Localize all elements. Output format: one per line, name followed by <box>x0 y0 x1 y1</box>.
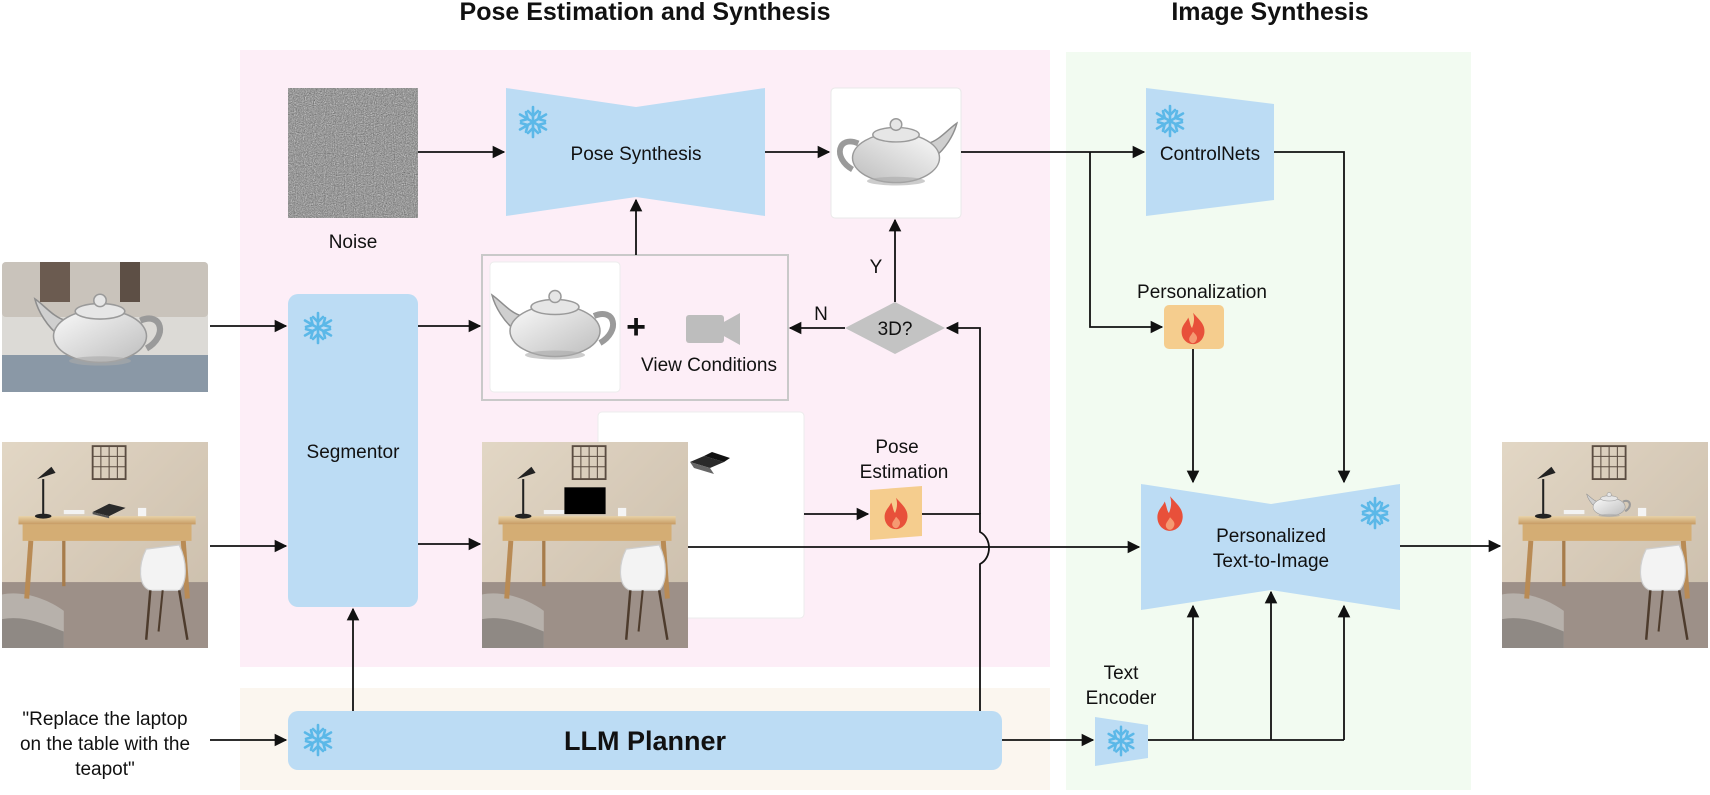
personalization-block <box>1164 305 1224 349</box>
decision-3d: 3D? <box>845 302 945 354</box>
personalized-t2i-block: Personalized Text-to-Image <box>1141 484 1400 610</box>
segmentor-block: Segmentor <box>288 294 418 607</box>
pose-title: Pose Estimation and Synthesis <box>460 0 831 26</box>
svg-text:Segmentor: Segmentor <box>307 442 401 463</box>
input-room-image <box>2 442 208 648</box>
camera-icon <box>686 313 740 345</box>
svg-text:Text-to-Image: Text-to-Image <box>1213 551 1329 572</box>
input-teapot-image <box>2 262 208 392</box>
arrows <box>210 145 1502 747</box>
pose-estimation-label-line2: Estimation <box>860 462 949 483</box>
text-encoder-label-line1: Text <box>1104 663 1140 684</box>
controlnets-block: ControlNets <box>1146 88 1274 216</box>
image-synthesis-title: Image Synthesis <box>1171 0 1368 26</box>
pose-synthesis-block: Pose Synthesis <box>506 88 765 216</box>
yes-label: Y <box>870 257 883 278</box>
prompt-line-1: "Replace the laptop <box>22 709 187 730</box>
no-label: N <box>814 304 828 325</box>
synthesized-teapot-image <box>830 87 962 219</box>
svg-text:ControlNets: ControlNets <box>1160 144 1260 165</box>
pose-estimation-label-line1: Pose <box>875 437 918 458</box>
noise-label: Noise <box>329 232 378 253</box>
plus-sign: + <box>626 308 646 346</box>
masked-room-image <box>482 442 688 648</box>
prompt-line-2: on the table with the <box>20 734 190 755</box>
svg-text:Pose Synthesis: Pose Synthesis <box>571 144 702 165</box>
svg-text:3D?: 3D? <box>878 319 913 340</box>
laptop-icon <box>690 452 730 474</box>
view-conditions-label: View Conditions <box>641 355 777 376</box>
llm-planner-block: LLM Planner <box>288 711 1002 770</box>
text-encoder-label-line2: Encoder <box>1086 688 1157 709</box>
noise-image <box>288 88 418 218</box>
prompt-line-3: teapot" <box>75 759 135 780</box>
view-conditions-group: + View Conditions <box>481 254 789 401</box>
svg-text:LLM Planner: LLM Planner <box>564 726 727 756</box>
svg-text:Personalized: Personalized <box>1216 526 1326 547</box>
pose-estimation-block <box>870 486 922 540</box>
personalization-label: Personalization <box>1137 282 1267 303</box>
text-encoder-block <box>1095 717 1148 766</box>
output-room-image <box>1502 442 1708 648</box>
